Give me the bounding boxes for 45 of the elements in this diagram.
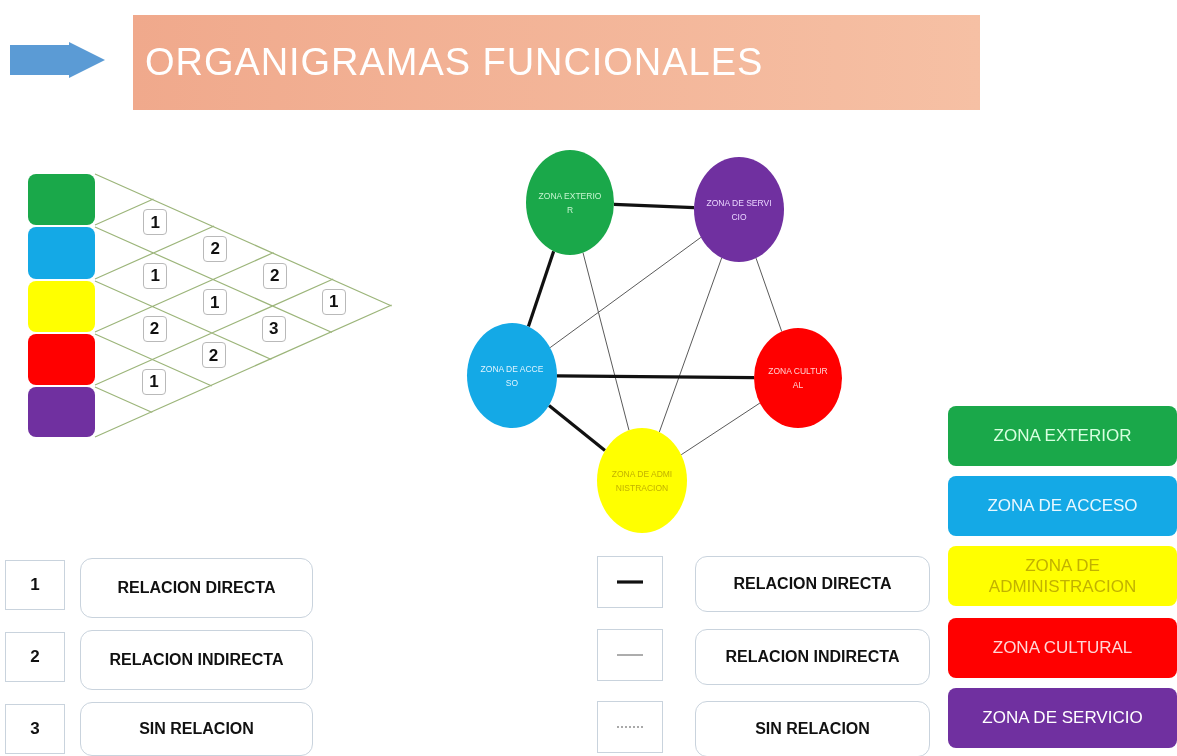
relation-line (613, 202, 695, 210)
zone-label-box: ZONA DE ADMINISTRACION (948, 546, 1177, 606)
zone-swatch (28, 174, 95, 225)
relation-line (526, 250, 556, 328)
relation-line (582, 252, 630, 431)
key-label-box: RELACION INDIRECTA (80, 630, 313, 690)
zone-swatch (28, 387, 95, 437)
zone-swatch (28, 227, 95, 279)
relation-number: 1 (143, 209, 168, 236)
relation-line (755, 257, 783, 333)
relation-number: 2 (201, 342, 226, 369)
relation-line (680, 402, 761, 456)
legend-label: RELACION INDIRECTA (695, 629, 930, 685)
zone-label-box: ZONA EXTERIOR (948, 406, 1177, 466)
key-label-box: RELACION DIRECTA (80, 558, 313, 618)
zone-circle: ZONA DE SERVICIO (694, 157, 784, 262)
relation-number: 3 (261, 315, 286, 342)
zone-label-box: ZONA DE ACCESO (948, 476, 1177, 536)
legend-label: RELACION DIRECTA (695, 556, 930, 612)
relation-number: 2 (142, 316, 167, 342)
key-number-box: 3 (5, 704, 65, 754)
zone-circle: ZONA EXTERIOR (526, 150, 614, 255)
key-number-box: 2 (5, 632, 65, 682)
zone-swatch (28, 334, 95, 385)
relation-line (548, 404, 606, 452)
zone-circle: ZONA DE ADMINISTRACION (597, 428, 687, 533)
zone-swatch (28, 281, 95, 332)
key-number-box: 1 (5, 560, 65, 610)
title-banner: ORGANIGRAMAS FUNCIONALES (133, 15, 980, 110)
relation-number: 1 (143, 262, 168, 289)
zone-label-box: ZONA DE SERVICIO (948, 688, 1177, 748)
relation-number: 2 (262, 262, 287, 289)
relation-line (549, 236, 702, 349)
relation-number: 2 (203, 236, 228, 262)
key-label-box: SIN RELACION (80, 702, 313, 756)
zone-label-box: ZONA CULTURAL (948, 618, 1177, 678)
relation-number: 1 (202, 289, 227, 316)
relation-number: 1 (142, 368, 166, 395)
block-arrow (10, 42, 105, 78)
relation-line (658, 257, 723, 433)
relation-number: 1 (321, 288, 346, 315)
zone-circle: ZONA DE ACCESO (467, 323, 557, 428)
zone-circle: ZONA CULTURAL (754, 328, 842, 428)
legend-label: SIN RELACION (695, 701, 930, 756)
relation-line (557, 374, 754, 380)
